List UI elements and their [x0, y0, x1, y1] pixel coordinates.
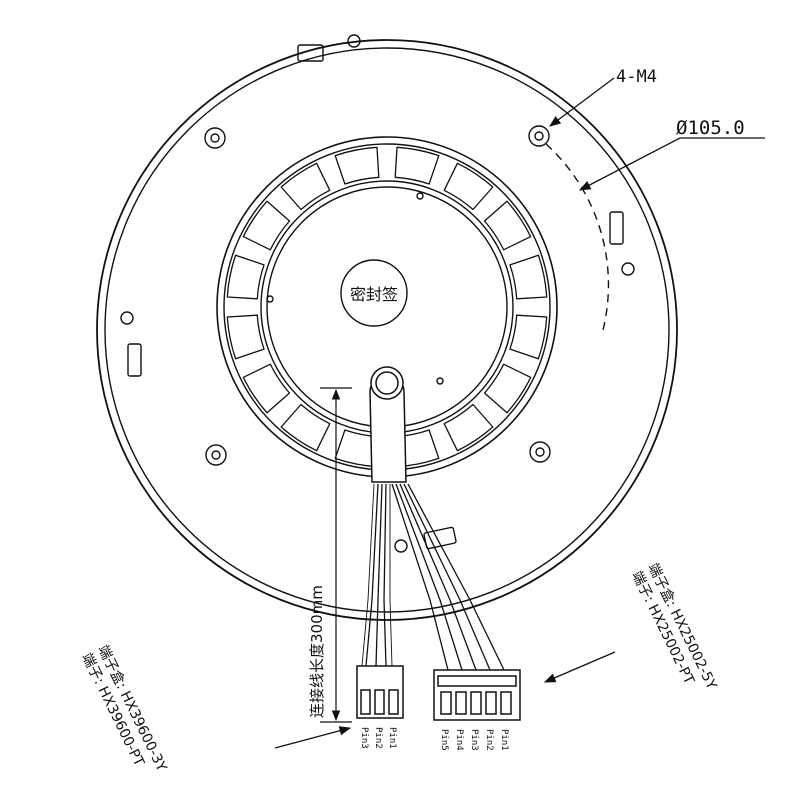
- pin-label: Pin1: [499, 729, 509, 751]
- lead-length-label: 连接线长度300mm: [308, 585, 326, 718]
- pin-label: Pin4: [454, 729, 464, 751]
- blade-pocket: [226, 314, 265, 360]
- mount-holes-label: 4-M4: [616, 67, 657, 87]
- housing-slot: [609, 211, 624, 245]
- mount-hole-top-right: [528, 125, 550, 147]
- diameter-label: Ø105.0: [676, 117, 745, 139]
- leader-lines: [274, 77, 765, 749]
- pin-label: Pin3: [359, 727, 369, 749]
- seal-cap: [340, 259, 408, 327]
- pin-label: Pin3: [469, 729, 479, 751]
- blade-pocket: [226, 254, 265, 300]
- pin-label: Pin1: [387, 727, 397, 749]
- blade-pockets: [226, 146, 548, 468]
- mount-hole-top-left: [204, 127, 226, 149]
- blade-pocket: [242, 363, 291, 414]
- blade-pocket: [280, 403, 331, 452]
- housing-slot: [423, 526, 457, 550]
- hub-hole: [436, 377, 444, 385]
- lead-wires: [361, 483, 505, 671]
- outer-housing-ring: [96, 39, 678, 621]
- housing-slot: [127, 343, 142, 377]
- blade-pocket: [394, 146, 440, 185]
- blade-pocket: [483, 363, 532, 414]
- connector-5pin-labels: 端子盒: HX25002-5Y 端子: HX25002-PT: [628, 560, 720, 692]
- locating-hole: [394, 539, 408, 553]
- seal-cap-label: 密封签: [350, 285, 398, 304]
- pin-label: Pin2: [373, 727, 383, 749]
- connector-5pin: [433, 669, 521, 721]
- blade-pocket: [483, 200, 532, 251]
- blade-pocket: [334, 146, 380, 185]
- diameter-reference-arc: [545, 143, 610, 331]
- connector-3pin-pin-labels: Pin3 Pin2 Pin1: [359, 727, 397, 749]
- blade-pocket: [242, 200, 291, 251]
- mount-hole-bottom-right: [529, 441, 551, 463]
- cable-exit: [369, 366, 407, 483]
- blade-pocket: [509, 314, 548, 360]
- blade-pocket: [443, 162, 494, 211]
- locating-hole: [347, 34, 361, 48]
- pin-label: Pin5: [439, 729, 449, 751]
- housing-slot: [297, 44, 324, 62]
- connector-3pin: [356, 665, 404, 719]
- pin-label: Pin2: [484, 729, 494, 751]
- blade-pocket: [443, 403, 494, 452]
- connector-3pin-labels: 端子盒: HX39600-3Y 端子: HX39600-PT: [78, 642, 170, 774]
- blade-pocket: [509, 254, 548, 300]
- hub-hole: [266, 295, 274, 303]
- locating-hole: [621, 262, 635, 276]
- hub-hole: [416, 192, 424, 200]
- outer-housing-inner-ring: [104, 47, 670, 613]
- mount-hole-bottom-left: [205, 444, 227, 466]
- lead-length-dimension: [320, 387, 352, 723]
- locating-hole: [120, 311, 134, 325]
- connector-5pin-pin-labels: Pin5 Pin4 Pin3 Pin2 Pin1: [439, 729, 509, 751]
- blade-pocket: [280, 162, 331, 211]
